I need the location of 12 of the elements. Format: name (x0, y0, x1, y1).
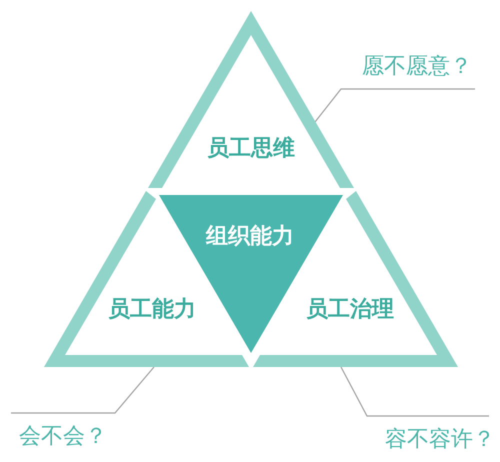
segment-title: 员工思维 (207, 136, 295, 162)
segment-title: 员工能力 (108, 296, 196, 324)
leader-line (340, 366, 489, 417)
triangle-frame (148, 11, 354, 188)
segment-title: 组织能力 (206, 224, 294, 250)
triangle-frame (44, 191, 249, 367)
question-text: 愿不愿意？ (362, 50, 472, 83)
question-text: 容不容许？ (385, 423, 495, 456)
leader-line (314, 88, 475, 122)
leader-line (11, 366, 154, 414)
segment-title: 员工治理 (306, 296, 394, 324)
question-text: 会不会？ (19, 420, 107, 453)
